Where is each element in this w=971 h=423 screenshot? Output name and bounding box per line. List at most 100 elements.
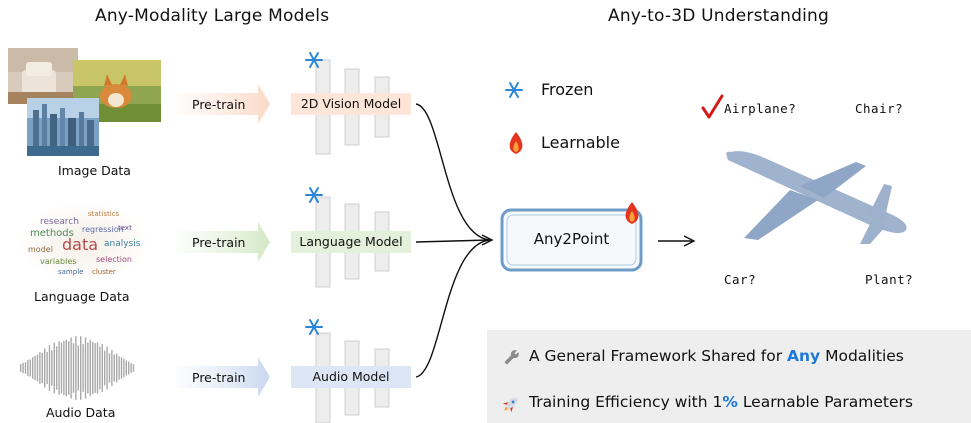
svg-text:selection: selection	[96, 255, 132, 264]
svg-text:sample: sample	[58, 268, 83, 276]
image-data-thumbnails	[8, 48, 161, 156]
pretrain-arrow-image	[176, 84, 270, 124]
waveform-bar	[75, 336, 77, 400]
waveform-bar	[39, 352, 41, 384]
svg-text:variables: variables	[40, 257, 76, 266]
svg-text:data: data	[62, 235, 98, 254]
waveform-bar	[96, 342, 99, 394]
waveform-bar	[128, 361, 130, 375]
airplane-point-cloud	[726, 151, 907, 244]
any2point-box	[500, 208, 643, 272]
language-word-cloud: research statistics methods regression d…	[18, 202, 150, 282]
highlight-framework: A General Framework Shared for Any Modal…	[529, 347, 904, 365]
class-chair: Chair?	[855, 101, 904, 116]
waveform-bar	[120, 357, 123, 379]
legend-learnable-label: Learnable	[541, 133, 620, 152]
waveform-bar	[22, 362, 24, 374]
waveform-bar	[51, 350, 53, 386]
waveform-bar	[94, 343, 96, 393]
waveform-bar	[65, 339, 67, 397]
waveform-bar	[63, 340, 65, 396]
waveform-bar	[99, 346, 101, 390]
language-model-label: Language Model	[299, 234, 403, 249]
waveform-bar	[46, 351, 48, 385]
waveform-bar	[48, 345, 51, 391]
pretrain-label-language: Pre-train	[192, 235, 246, 250]
waveform-bar	[36, 354, 39, 382]
waveform-bar	[111, 349, 113, 387]
snowflake-icon	[305, 319, 323, 335]
waveform-bar	[68, 341, 70, 395]
language-model-box	[291, 231, 411, 253]
snowflake-icon	[305, 52, 323, 68]
waveform-bar	[84, 337, 87, 399]
svg-text:cluster: cluster	[92, 268, 116, 276]
waveform-bar	[118, 356, 120, 380]
waveform-bar	[113, 354, 115, 382]
highlights-panel	[487, 330, 971, 423]
merge-arrowhead	[481, 234, 494, 246]
waveform-bar	[41, 352, 43, 384]
class-plant: Plant?	[865, 272, 914, 287]
audio-waveform	[20, 336, 135, 400]
merge-connectors	[415, 103, 491, 378]
waveform-bar	[108, 353, 111, 383]
legend-frozen-label: Frozen	[541, 80, 594, 99]
audio-model-box	[291, 366, 411, 388]
flame-icon	[625, 202, 639, 224]
waveform-bar	[92, 342, 94, 394]
audio-model-label: Audio Model	[312, 369, 390, 384]
svg-text:methods: methods	[30, 228, 74, 239]
waveform-bar	[132, 364, 135, 372]
class-airplane: Airplane?	[724, 101, 797, 116]
waveform-bar	[82, 344, 84, 392]
snowflake-icon	[305, 187, 323, 203]
waveform-bar	[72, 343, 75, 393]
waveform-bar	[77, 345, 79, 391]
flame-icon	[509, 132, 523, 154]
any2point-label: Any2Point	[533, 230, 610, 248]
highlight-efficiency: Training Efficiency with 1% Learnable Pa…	[529, 393, 913, 411]
image-data-label: Image Data	[58, 163, 131, 178]
vision-model-label: 2D Vision Model	[300, 96, 402, 111]
waveform-bar	[87, 342, 89, 394]
svg-text:research: research	[40, 217, 79, 227]
waveform-bar	[125, 360, 127, 376]
waveform-bar	[106, 346, 108, 390]
svg-text:regression: regression	[82, 225, 124, 234]
pretrain-arrow-audio	[176, 357, 270, 397]
svg-text:text: text	[118, 224, 132, 232]
waveform-bar	[32, 357, 34, 379]
waveform-bar	[44, 348, 46, 388]
waveform-bar	[24, 362, 27, 374]
language-data-label: Language Data	[34, 289, 130, 304]
waveform-bar	[58, 341, 60, 395]
audio-data-label: Audio Data	[46, 405, 116, 420]
pretrain-label-audio: Pre-train	[192, 370, 246, 385]
right-heading: Any-to-3D Understanding	[608, 6, 829, 26]
waveform-bar	[123, 358, 125, 378]
waveform-bar	[80, 336, 82, 400]
waveform-bar	[29, 359, 31, 377]
waveform-bar	[53, 342, 55, 394]
waveform-bar	[60, 342, 63, 394]
waveform-bar	[101, 344, 103, 392]
wrench-icon	[504, 350, 519, 365]
vision-model-box	[291, 93, 411, 115]
waveform-bar	[116, 353, 118, 383]
snowflake-icon	[505, 82, 523, 98]
svg-text:statistics: statistics	[88, 210, 120, 218]
waveform-bar	[130, 363, 132, 373]
waveform-bar	[104, 350, 106, 386]
class-car: Car?	[724, 272, 757, 287]
waveform-bar	[34, 355, 36, 381]
waveform-bar	[27, 360, 29, 376]
svg-text:model: model	[28, 245, 53, 254]
svg-text:analysis: analysis	[104, 239, 141, 249]
waveform-bar	[56, 346, 58, 390]
waveform-bar	[70, 337, 72, 399]
check-icon	[701, 94, 724, 119]
waveform-bar	[89, 339, 91, 397]
waveform-bar	[20, 364, 22, 372]
